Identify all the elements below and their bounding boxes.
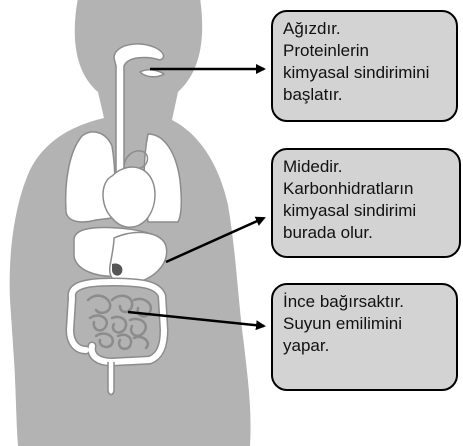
stomach-callout-line-3: kimyasal sindirimi xyxy=(283,200,451,222)
stomach-callout-line-4: burada olur. xyxy=(283,222,451,244)
intestine-callout-line-2: Suyun emilimini xyxy=(283,313,448,335)
intestine-callout: İnce bağırsaktır. Suyun emilimini yapar. xyxy=(271,283,458,391)
mouth-callout: Ağızdır. Proteinlerin kimyasal sindirimi… xyxy=(271,10,458,122)
intestine-callout-line-3: yapar. xyxy=(283,335,448,357)
intestine-callout-line-1: İnce bağırsaktır. xyxy=(283,291,448,313)
mouth-callout-line-4: başlatır. xyxy=(283,84,448,106)
stomach-callout-line-1: Midedir. xyxy=(283,156,451,178)
rectum xyxy=(108,362,114,395)
mouth-callout-line-2: Proteinlerin xyxy=(283,40,448,62)
mouth-callout-line-1: Ağızdır. xyxy=(283,18,448,40)
mouth-callout-line-3: kimyasal sindirimini xyxy=(283,62,448,84)
stomach-callout-line-2: Karbonhidratların xyxy=(283,178,451,200)
stomach-callout: Midedir. Karbonhidratların kimyasal sind… xyxy=(271,148,461,258)
